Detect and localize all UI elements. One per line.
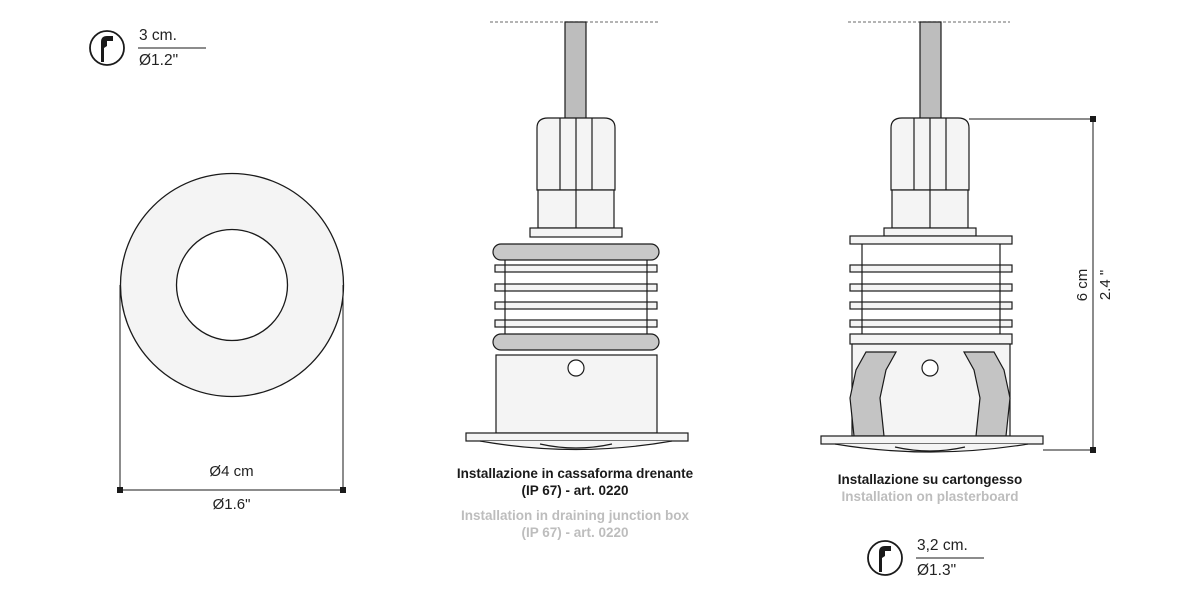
caption-plasterboard-en: Installation on plasterboard <box>841 489 1019 504</box>
hole-saw-icon-bottom <box>867 540 903 576</box>
height-metric-label: 6 cm <box>1074 269 1091 302</box>
hole-top-metric: 3 cm. <box>139 27 177 44</box>
caption-draining-en-line2: (IP 67) - art. 0220 <box>521 525 629 540</box>
caption-draining-it-line2: (IP 67) - art. 0220 <box>521 483 629 498</box>
product-drawing-draining-box <box>465 21 689 451</box>
hole-saw-icon-top <box>89 30 125 66</box>
product-drawing-plasterboard <box>820 21 1096 453</box>
front-diameter-metric: Ø4 cm <box>209 463 254 480</box>
caption-draining-en-line1: Installation in draining junction box <box>461 508 689 523</box>
height-imperial-label: 2.4 " <box>1097 270 1114 300</box>
caption-draining-it-line1: Installazione in cassaforma drenante <box>456 466 694 481</box>
front-view-ring <box>117 172 346 493</box>
hole-bottom-imperial: Ø1.3" <box>917 562 957 579</box>
hole-top-imperial: Ø1.2" <box>139 52 179 69</box>
front-diameter-imperial: Ø1.6" <box>212 496 251 513</box>
caption-plasterboard-it: Installazione su cartongesso <box>837 472 1023 487</box>
hole-bottom-metric: 3,2 cm. <box>917 537 968 554</box>
